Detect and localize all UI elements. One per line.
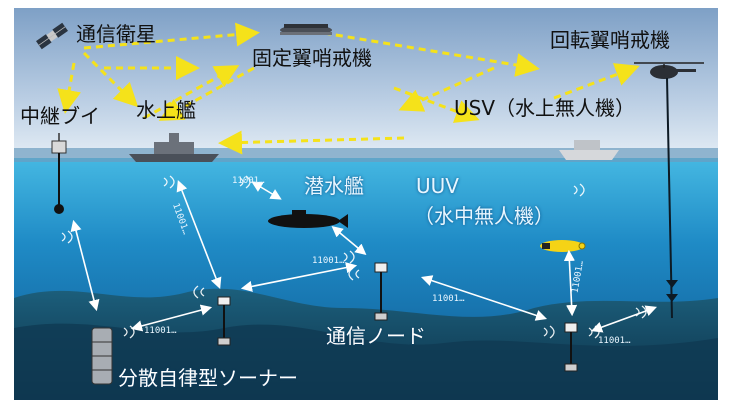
code-annotation: 11001… (432, 294, 465, 304)
code-annotation: 11001… (144, 326, 177, 336)
dipping-sonar-cable (666, 77, 673, 319)
uuv-sublabel: （水中無人機） (414, 204, 554, 228)
comm-node-icon (374, 262, 388, 321)
surface-ship-label: 水上艦 (136, 98, 196, 122)
scene-illustration (14, 8, 718, 400)
code-annotation: 11001… (312, 256, 345, 266)
sonar-label: 分散自律型ソーナー (118, 366, 298, 390)
comm-node-icon (217, 296, 231, 346)
relay-buoy-icon (51, 133, 67, 214)
fixed-wing-aircraft-icon (280, 24, 332, 35)
acoustic-wave-arcs (61, 175, 647, 339)
submarine-label: 潜水艦 (304, 174, 364, 198)
acoustic-links (70, 180, 658, 333)
satellite-icon (36, 22, 68, 50)
usv-label: USV（水上無人機） (454, 96, 636, 120)
usv-icon (559, 140, 619, 160)
surface-ship-icon (129, 133, 219, 162)
radio-links (57, 22, 640, 155)
satellite-label: 通信衛星 (76, 22, 156, 46)
comm-node-icon (564, 322, 578, 372)
sonar-array-icon (91, 327, 113, 385)
fixed-wing-label: 固定翼哨戒機 (252, 46, 372, 70)
comm-node-label: 通信ノード (326, 324, 426, 348)
code-annotation: 11001… (598, 336, 631, 346)
relay-buoy-label: 中継ブイ (20, 104, 100, 128)
code-annotation: 11001… (232, 176, 265, 186)
submarine-icon (268, 210, 348, 228)
diagram-frame: 通信衛星 固定翼哨戒機 回転翼哨戒機 中継ブイ 水上艦 USV（水上無人機） 潜… (14, 8, 718, 400)
uuv-label: UUV (416, 174, 459, 198)
uuv-icon (540, 240, 586, 252)
helicopter-icon (634, 62, 704, 79)
rotary-wing-label: 回転翼哨戒機 (550, 28, 670, 52)
